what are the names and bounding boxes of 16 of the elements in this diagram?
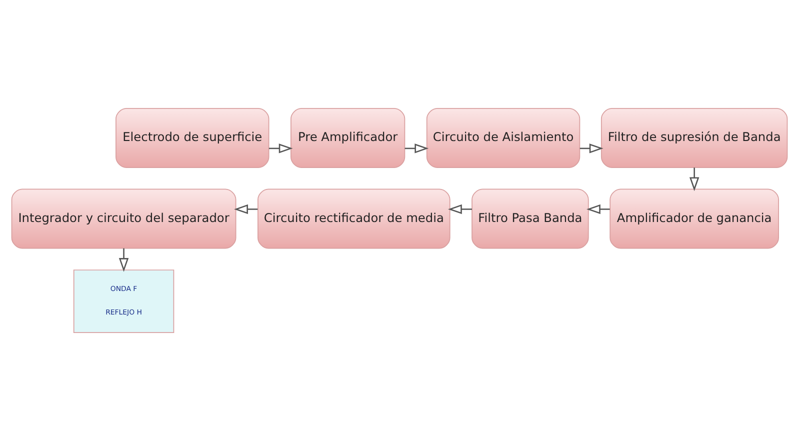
node-box: Filtro Pasa Banda <box>472 188 589 249</box>
node-box: Circuito rectificador de media <box>258 188 450 249</box>
arrow <box>268 144 293 154</box>
arrow <box>689 168 700 192</box>
node-box: Integrador y circuito del separador <box>11 188 236 249</box>
arrow <box>580 144 604 154</box>
arrow <box>118 248 129 272</box>
node-box: Filtro de supresión de Banda <box>600 108 788 168</box>
arrow <box>586 204 610 214</box>
arrow <box>404 144 429 154</box>
node-box: Amplificador de ganancia <box>610 188 779 249</box>
node-box: Electrodo de superficie <box>116 108 270 168</box>
arrow <box>448 204 472 214</box>
node-box: Pre Amplificador <box>290 108 406 168</box>
node-box: Circuito de Aislamiento <box>426 108 580 168</box>
arrow <box>234 204 258 214</box>
